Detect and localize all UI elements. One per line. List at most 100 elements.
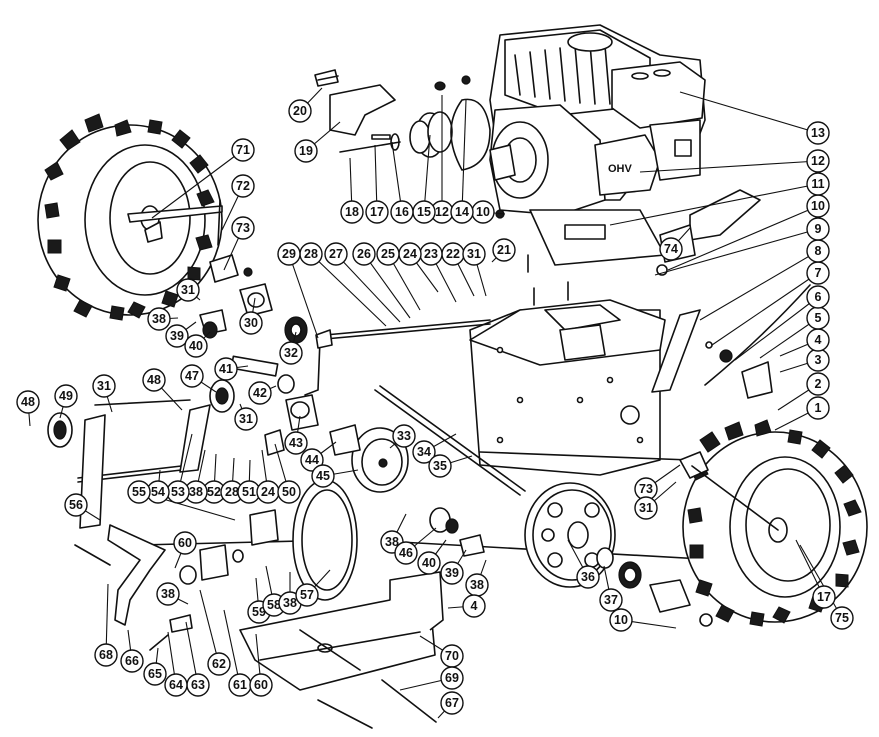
callout-circle	[440, 561, 464, 585]
callout-c9: 9	[806, 217, 830, 241]
callout-c26: 26	[352, 242, 376, 266]
callout-c31b: 31	[176, 278, 200, 302]
callout-number: 67	[445, 696, 459, 710]
callout-number: 38	[152, 312, 166, 326]
callout-circle	[231, 138, 255, 162]
callout-number: 57	[300, 588, 314, 602]
callout-number: 38	[161, 587, 175, 601]
callout-c31e: 31	[634, 496, 658, 520]
callout-c4: 4	[806, 328, 830, 352]
callout-number: 51	[242, 485, 256, 499]
callout-circle	[806, 217, 830, 241]
callout-circle	[806, 285, 830, 309]
callout-number: 64	[169, 678, 183, 692]
callout-c10c: 10	[609, 608, 633, 632]
callout-number: 30	[244, 316, 258, 330]
callout-c60b: 60	[249, 673, 273, 697]
callout-number: 65	[148, 667, 162, 681]
callout-number: 31	[97, 379, 111, 393]
leader-line-c12a	[639, 160, 819, 173]
callout-c61: 61	[228, 673, 252, 697]
callout-c68: 68	[94, 643, 118, 667]
leader-line-c68	[105, 583, 109, 656]
callout-c20: 20	[288, 99, 312, 123]
callout-circle	[340, 200, 364, 224]
callout-circle	[376, 242, 400, 266]
callout-c38a: 38	[147, 307, 171, 331]
callout-number: 15	[417, 205, 431, 219]
callout-circle	[288, 99, 312, 123]
callout-c56: 56	[64, 493, 88, 517]
callout-number: 47	[185, 369, 199, 383]
callout-circle	[231, 216, 255, 240]
callout-number: 12	[811, 154, 825, 168]
callout-c49: 49	[54, 384, 78, 408]
callout-c50: 50	[277, 480, 301, 504]
gear-assembly	[47, 283, 642, 651]
callout-circle	[365, 200, 389, 224]
callout-number: 40	[422, 556, 436, 570]
callout-number: 38	[283, 596, 297, 610]
leader-line-c29	[288, 253, 319, 339]
callout-number: 16	[395, 205, 409, 219]
callout-number: 13	[811, 126, 825, 140]
callout-circle	[248, 381, 272, 405]
callout-number: 46	[399, 546, 413, 560]
callout-number: 48	[21, 395, 35, 409]
callout-circle	[94, 643, 118, 667]
callout-number: 25	[381, 247, 395, 261]
callout-c24b: 24	[256, 480, 280, 504]
callout-circle	[440, 666, 464, 690]
callout-c35: 35	[428, 454, 452, 478]
callout-number: 49	[59, 389, 73, 403]
callout-number: 43	[289, 436, 303, 450]
callout-number: 62	[212, 657, 226, 671]
callout-circle	[806, 396, 830, 420]
callout-circle	[659, 237, 683, 261]
callout-number: 24	[261, 485, 275, 499]
leader-line-c16	[391, 141, 403, 213]
leader-line-c75	[799, 544, 843, 619]
callout-c62: 62	[207, 652, 231, 676]
leader-line-c11	[609, 183, 819, 226]
callout-number: 20	[293, 104, 307, 118]
callout-circle	[806, 149, 830, 173]
callout-c34: 34	[412, 440, 436, 464]
callout-circle	[294, 139, 318, 163]
callout-c42: 42	[248, 381, 272, 405]
callout-c10b: 10	[471, 200, 495, 224]
callout-circle	[812, 585, 836, 609]
callout-number: 40	[189, 339, 203, 353]
callout-c17a: 17	[365, 200, 389, 224]
callout-c73a: 73	[231, 216, 255, 240]
callout-number: 29	[282, 247, 296, 261]
callout-c43: 43	[284, 431, 308, 455]
leader-line-c9	[654, 228, 819, 276]
callout-circle	[64, 493, 88, 517]
callout-circle	[806, 172, 830, 196]
callout-circle	[440, 691, 464, 715]
callout-number: 4	[471, 599, 478, 613]
callout-number: 72	[236, 179, 250, 193]
callout-c21: 21	[492, 238, 516, 262]
callout-c6: 6	[806, 285, 830, 309]
callout-c38f: 38	[156, 582, 180, 606]
callout-c40a: 40	[184, 334, 208, 358]
callout-circle	[634, 496, 658, 520]
callout-c36: 36	[576, 565, 600, 589]
leader-line-c62	[199, 589, 220, 665]
callout-circle	[462, 242, 486, 266]
callout-c22: 22	[441, 242, 465, 266]
callout-c63: 63	[186, 673, 210, 697]
callout-number: 26	[357, 247, 371, 261]
callout-circle	[450, 200, 474, 224]
callout-c7: 7	[806, 261, 830, 285]
callout-number: 50	[282, 485, 296, 499]
callout-number: 17	[370, 205, 384, 219]
callout-number: 74	[664, 242, 678, 256]
callout-number: 17	[817, 590, 831, 604]
drive-pulley-assembly	[314, 69, 505, 219]
callout-circle	[147, 307, 171, 331]
callout-circle	[180, 364, 204, 388]
